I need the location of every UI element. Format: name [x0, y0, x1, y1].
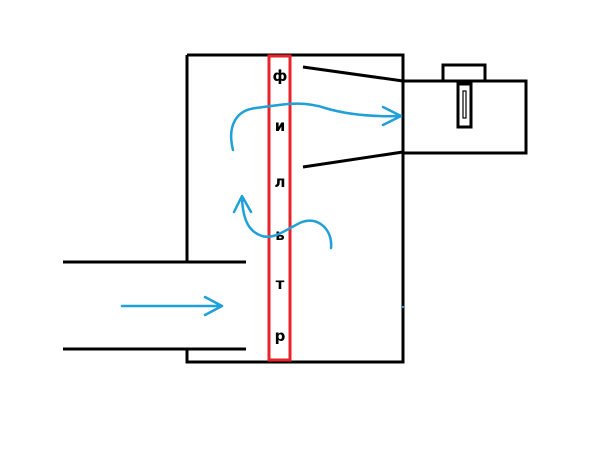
filter-element	[267, 54, 292, 362]
airflow-outlet-arrow	[230, 102, 403, 152]
valve-stem	[456, 82, 473, 129]
filter-letter-2: и	[275, 117, 286, 135]
housing-box	[185, 53, 405, 364]
stray-dot	[401, 305, 405, 309]
filter-letter-4: ь	[275, 226, 285, 244]
filter-letter-5: т	[276, 275, 285, 293]
outlet-pipe	[403, 79, 528, 155]
filter-letter-6: р	[275, 327, 286, 345]
outlet-nozzle-top	[302, 65, 404, 83]
filter-letter-3: л	[275, 173, 286, 191]
airflow-inlet-arrow	[120, 295, 224, 317]
valve-cap	[441, 63, 487, 83]
airflow-rising-arrow	[232, 194, 333, 250]
filter-letter-1: ф	[273, 67, 288, 85]
valve-slot	[462, 90, 467, 119]
outlet-nozzle-bottom	[302, 150, 404, 169]
